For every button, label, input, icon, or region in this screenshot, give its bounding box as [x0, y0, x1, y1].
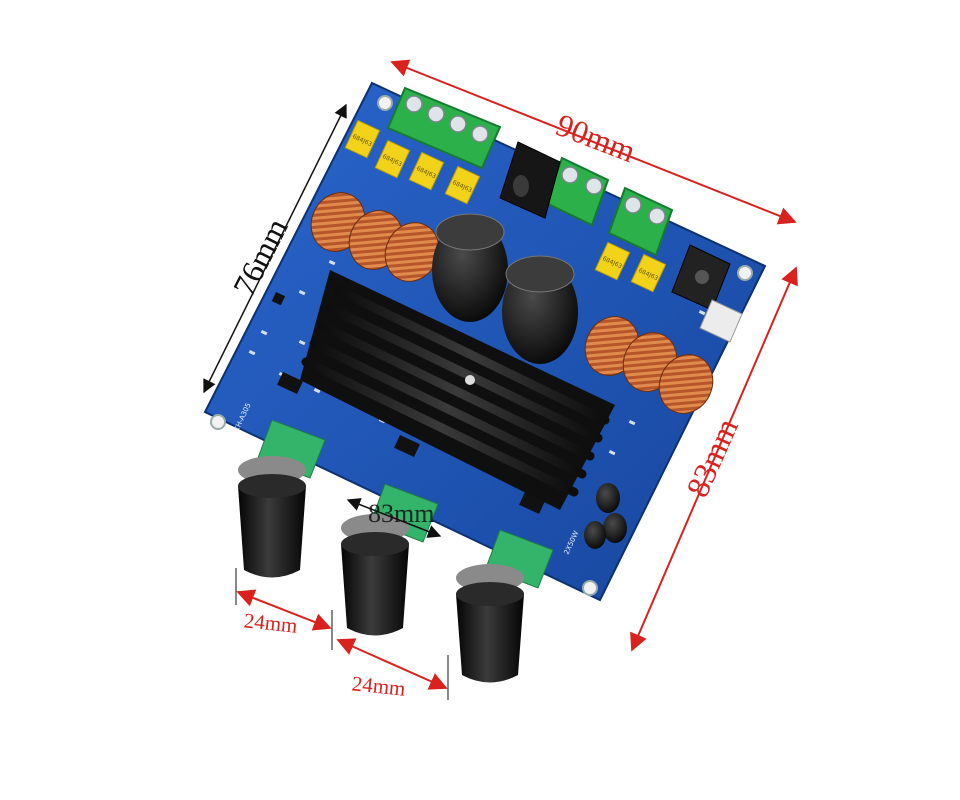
board-overlay-dimension: 83mm — [346, 498, 442, 538]
mounting-holes — [210, 95, 753, 596]
dimension-arrow-icon — [203, 103, 347, 394]
knob-icon — [456, 564, 524, 683]
electrolytic-capacitor-icon — [502, 255, 578, 364]
dimension-label-height-right: 83mm — [679, 413, 745, 502]
electrolytic-capacitor-icon — [432, 213, 508, 322]
knob-icon — [341, 514, 409, 636]
dimension-knob-spacing-1: 24mm — [235, 568, 333, 650]
small-electrolytic-capacitors — [584, 483, 627, 549]
dimension-arrow-icon — [390, 59, 797, 225]
dimension-label-knob-spacing-1: 24mm — [243, 608, 299, 637]
capacitor-1: 684J63 — [344, 119, 381, 159]
dimension-arrow-icon — [336, 638, 448, 690]
heatsink-icon — [300, 270, 615, 510]
overlay-dimension-label: 83mm — [368, 499, 434, 528]
dimension-knob-spacing-2: 24mm — [336, 638, 449, 701]
dimension-arrow-icon — [630, 266, 798, 652]
dimension-arrow-icon — [236, 589, 332, 631]
dimension-label-knob-spacing-2: 24mm — [351, 671, 407, 700]
capacitor-5: 684J63 — [594, 241, 631, 281]
knob-icon — [238, 456, 306, 578]
